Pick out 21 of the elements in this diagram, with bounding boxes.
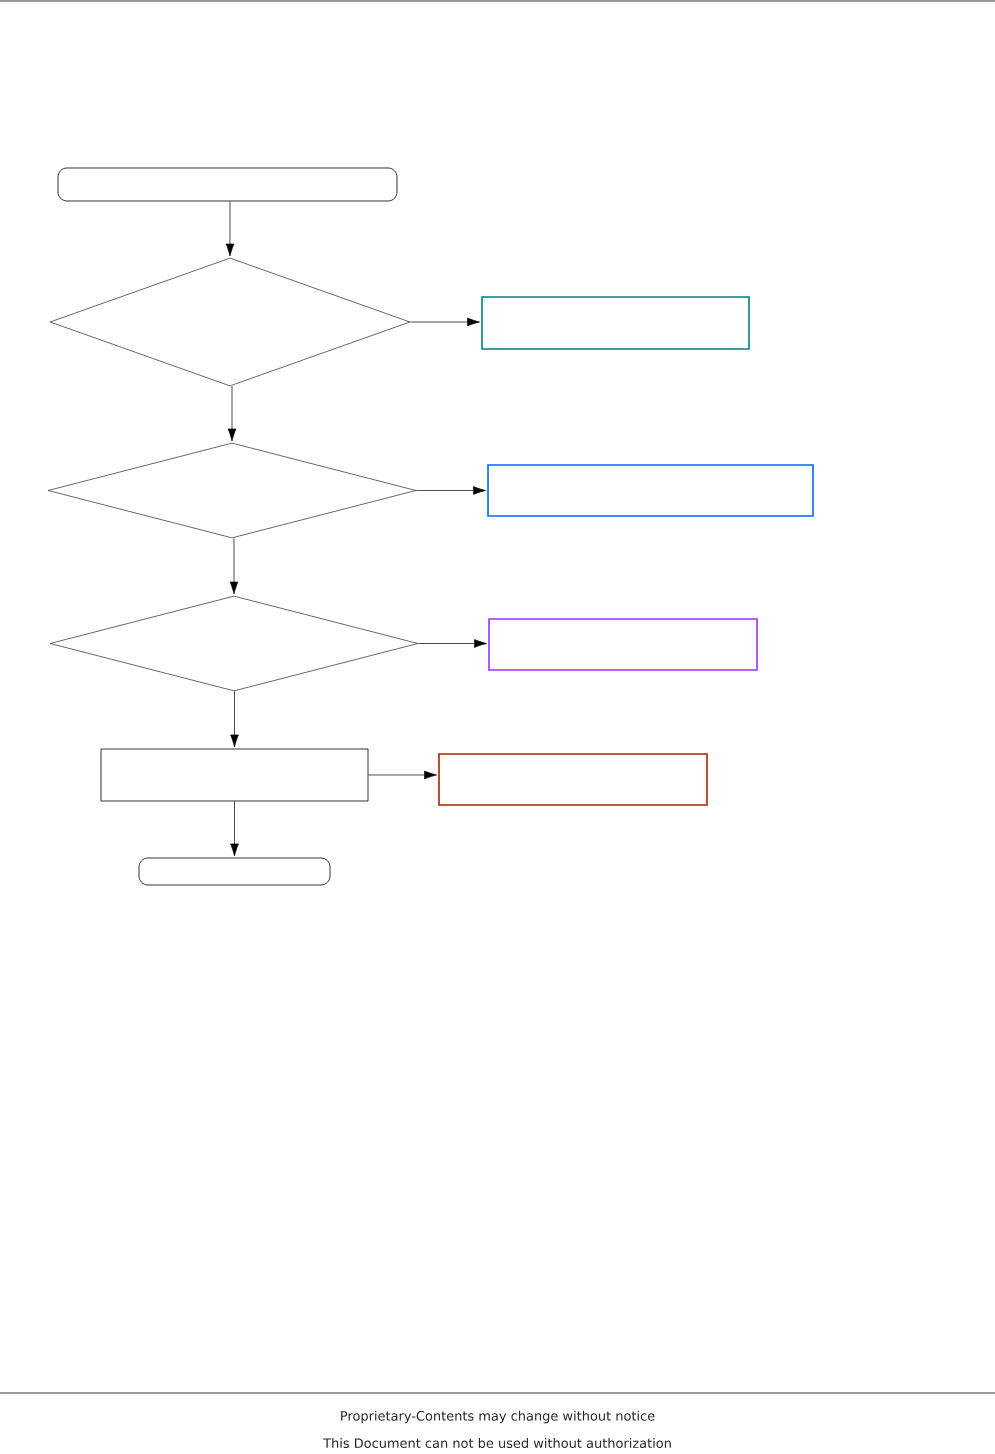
process-box xyxy=(481,296,750,350)
process-box xyxy=(438,753,708,806)
terminal xyxy=(138,857,331,886)
arrow xyxy=(368,770,437,780)
decision-diamond xyxy=(47,442,417,539)
arrow xyxy=(230,801,239,857)
arrow xyxy=(415,486,486,495)
footer-note: This Document can not be used without authorization xyxy=(323,1438,671,1448)
arrow xyxy=(409,317,480,327)
arrow xyxy=(225,201,235,257)
process-box xyxy=(100,748,369,802)
decision-diamond xyxy=(49,595,419,692)
arrow xyxy=(417,639,487,648)
arrow xyxy=(227,385,237,442)
process-box xyxy=(488,618,758,671)
arrow xyxy=(229,537,239,595)
arrow xyxy=(230,690,239,748)
terminal xyxy=(57,167,398,202)
footer-note: Proprietary-Contents may change without notice xyxy=(341,1410,655,1424)
decision-diamond xyxy=(49,257,411,387)
process-box xyxy=(487,464,814,517)
